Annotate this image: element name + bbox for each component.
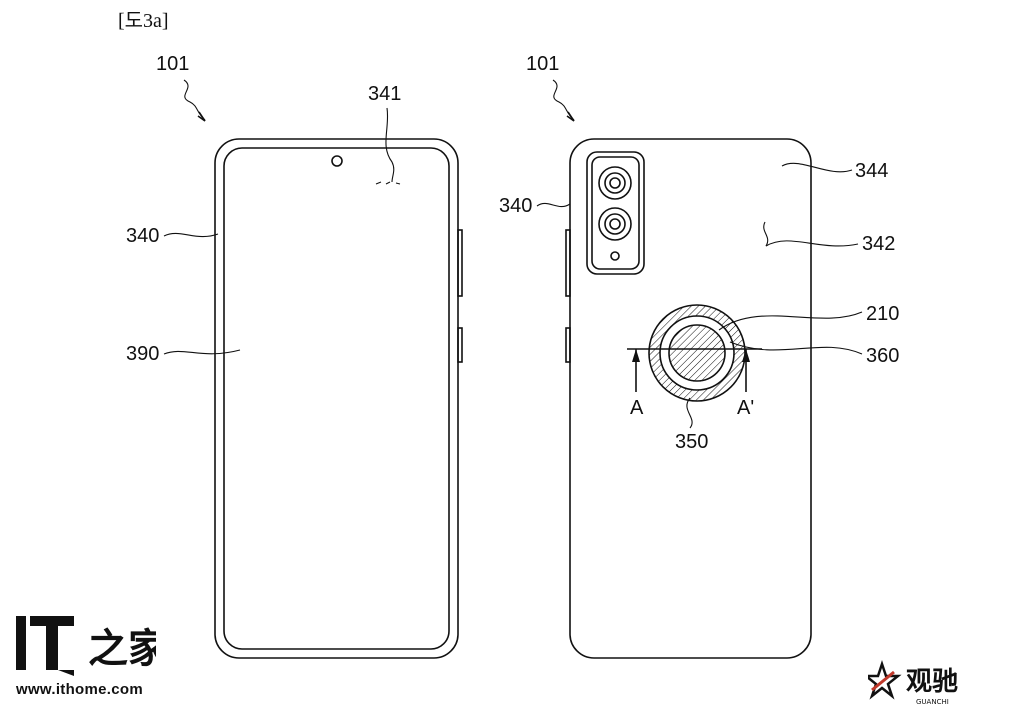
leader-101-front [183, 79, 206, 121]
camera-flash [610, 251, 620, 261]
ref-360: 360 [866, 345, 899, 367]
section-label-a-prime: A' [737, 397, 754, 419]
camera-lens-1 [598, 166, 632, 200]
ref-390: 390 [126, 343, 159, 365]
ref-340-rear: 340 [499, 195, 532, 217]
ithome-url: www.ithome.com [16, 681, 143, 698]
leader-340-front [163, 232, 219, 238]
side-button-power [457, 327, 463, 363]
rear-side-button-volume [565, 229, 571, 297]
camera-lens-2 [598, 207, 632, 241]
side-button-volume [457, 229, 463, 297]
svg-text:之家: 之家 [88, 626, 156, 672]
ref-101-rear: 101 [526, 53, 559, 75]
front-outer-frame [214, 138, 459, 659]
leader-344 [781, 162, 853, 173]
figure-label: [도3a] [118, 10, 169, 32]
arrow-101-front [197, 111, 206, 122]
leader-341 [385, 107, 395, 183]
ref-350: 350 [675, 431, 708, 453]
camera-module-outer [586, 151, 645, 275]
leader-360 [729, 341, 863, 355]
ref-341: 341 [368, 83, 401, 105]
ref-344: 344 [855, 160, 888, 182]
leader-340-rear [536, 202, 571, 208]
fingerprint-sensor [648, 304, 746, 402]
guanchi-logo: 观驰 GUANCHI [862, 660, 988, 711]
leader-210 [718, 311, 863, 331]
rear-side-button-power [565, 327, 571, 363]
leader-341-tick [375, 181, 401, 185]
front-display [223, 147, 450, 650]
ithome-logo: 之家 [16, 616, 168, 681]
section-label-a: A [630, 397, 644, 419]
leader-342 [763, 221, 859, 247]
camera-module-inner [591, 156, 640, 270]
ref-340-front: 340 [126, 225, 159, 247]
arrow-101-rear [566, 111, 575, 122]
leader-350 [686, 397, 693, 429]
section-arrow-left-head [632, 349, 640, 362]
svg-text:GUANCHI: GUANCHI [916, 698, 949, 706]
svg-text:观驰: 观驰 [906, 667, 958, 697]
leader-390 [163, 349, 241, 355]
front-view: 101 341 340 390 [126, 53, 463, 659]
ref-101-front: 101 [156, 53, 189, 75]
ref-210: 210 [866, 303, 899, 325]
leader-101-rear [552, 79, 575, 121]
rear-view: 101 340 344 342 [499, 53, 899, 659]
section-arrow-right-head [742, 349, 750, 362]
front-camera-hole [331, 155, 343, 167]
rear-body [569, 138, 812, 659]
ref-342: 342 [862, 233, 895, 255]
